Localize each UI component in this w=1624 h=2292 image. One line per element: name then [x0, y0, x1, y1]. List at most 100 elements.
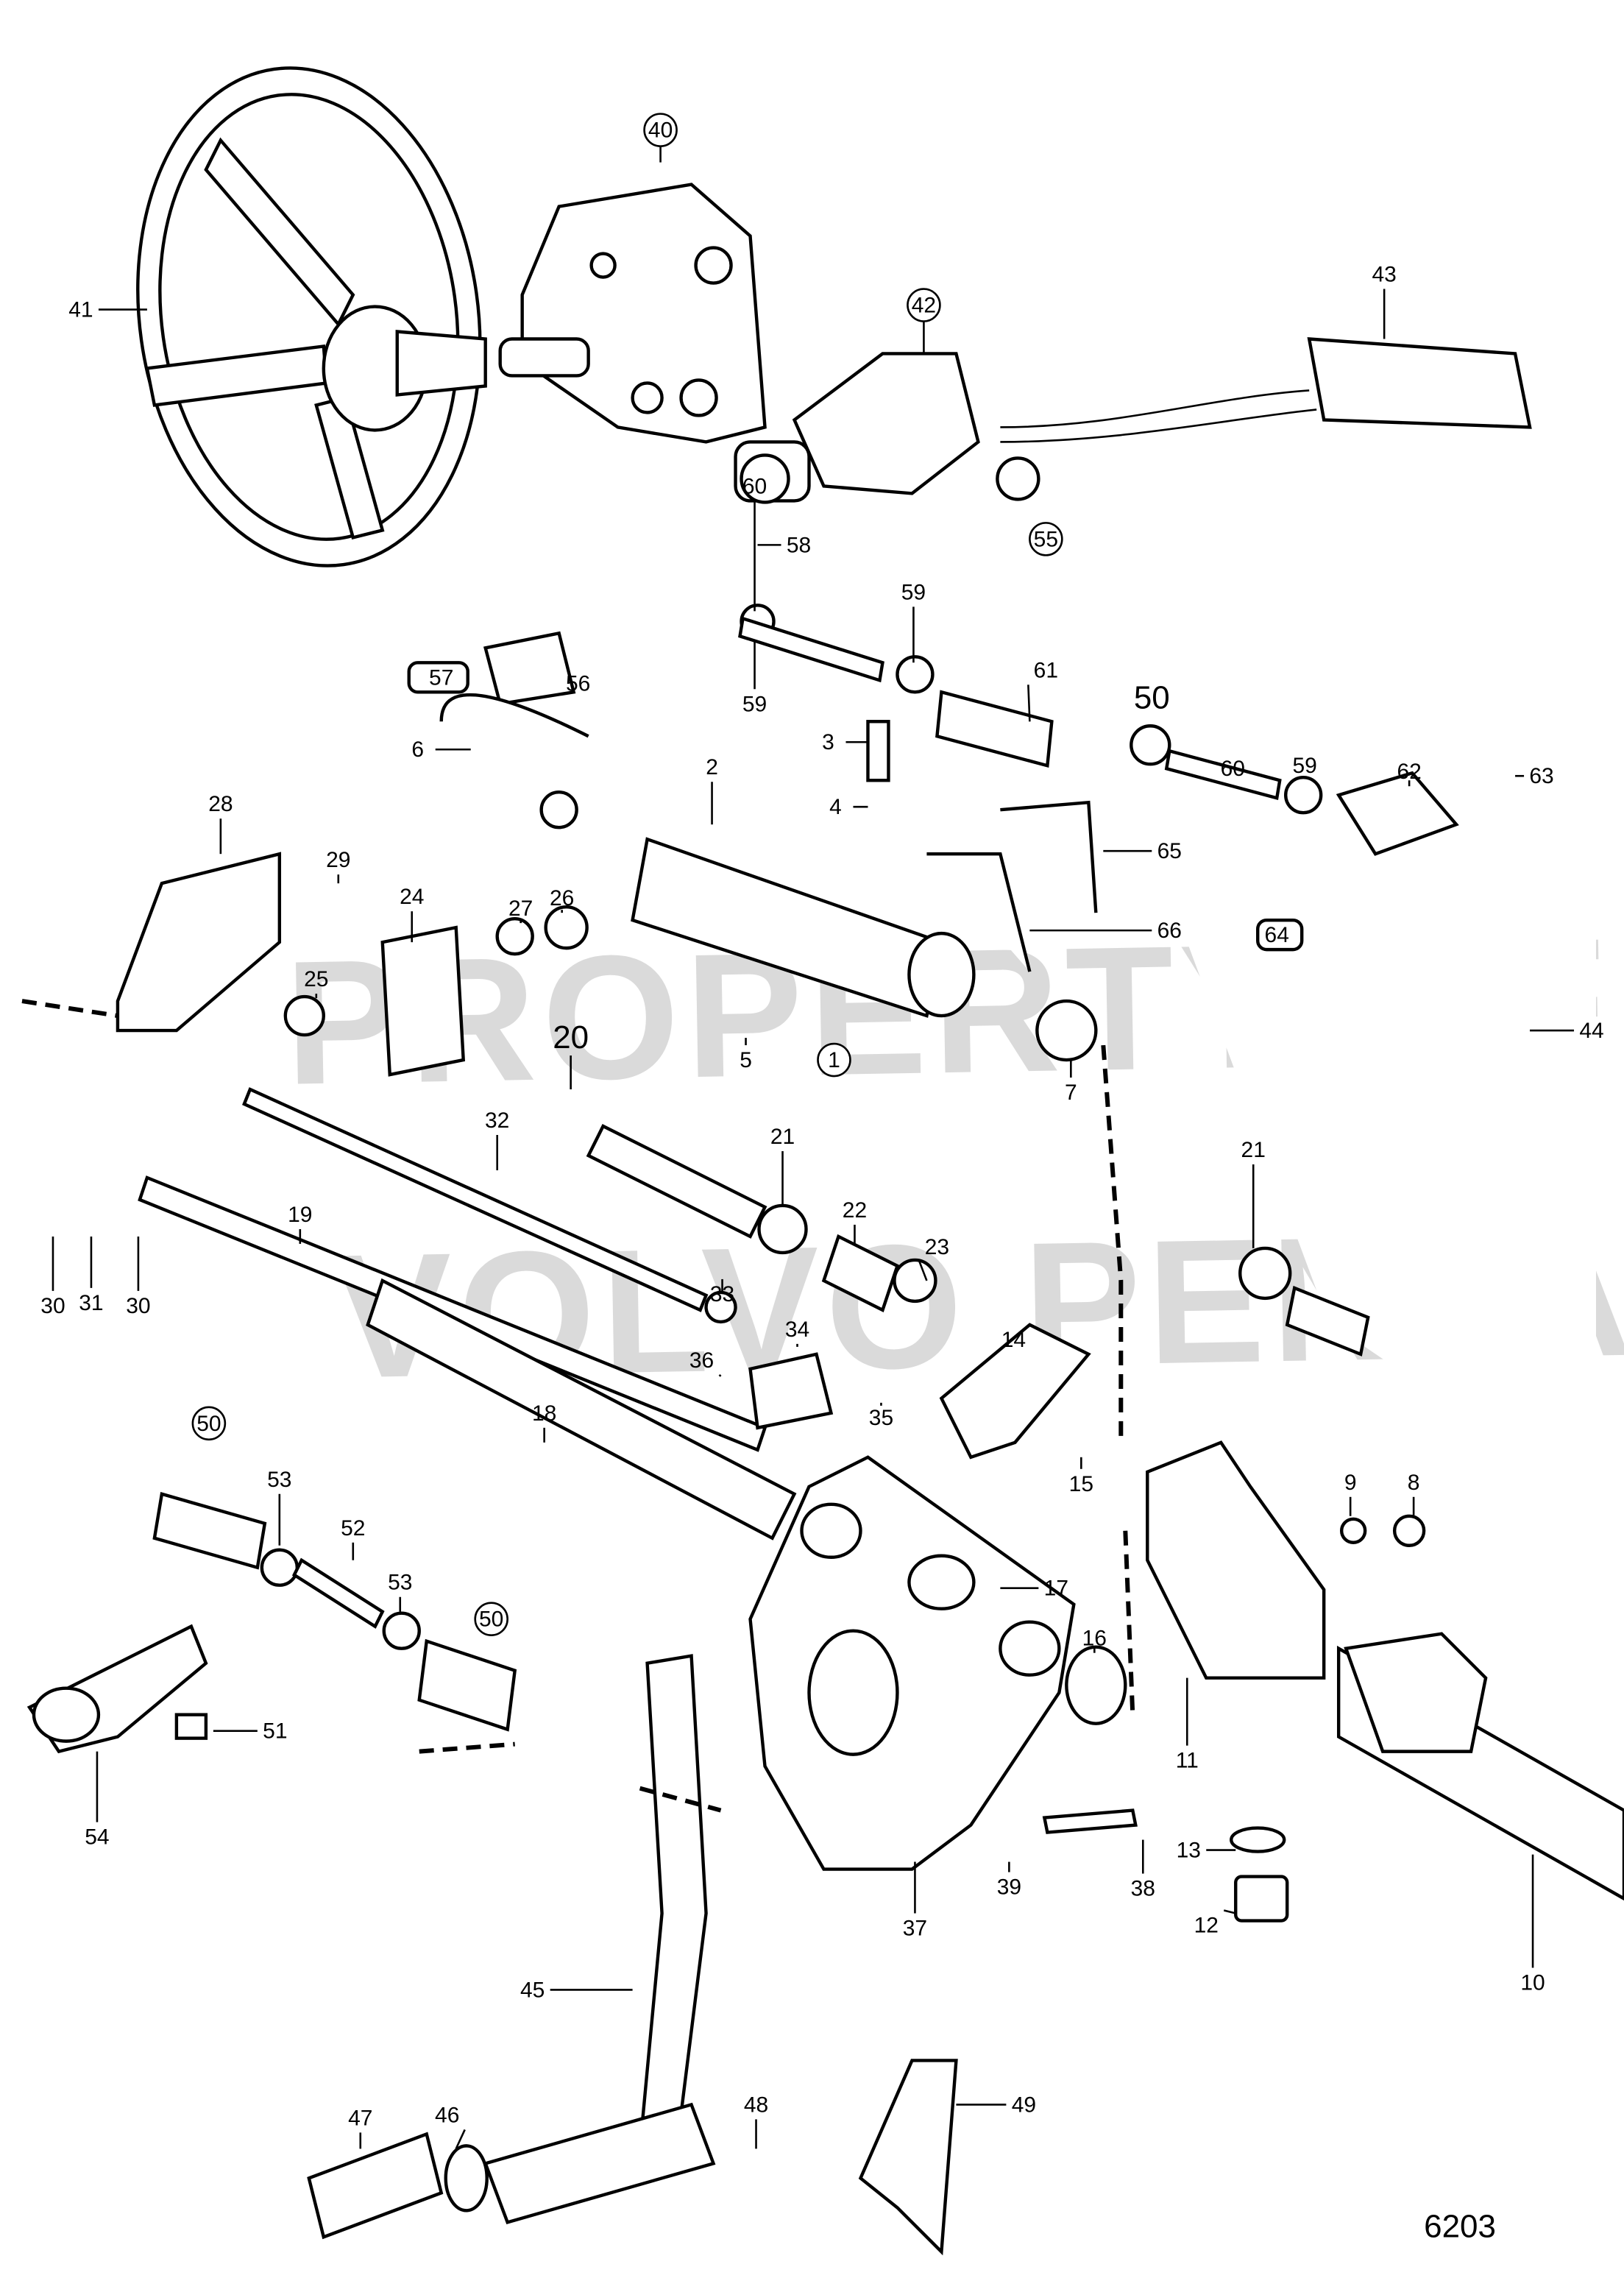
callout-48: 48	[744, 2093, 768, 2149]
callout-number: 26	[550, 886, 574, 910]
callout-number: 35	[869, 1406, 893, 1430]
callout-19: 19	[288, 1203, 312, 1244]
callout-59: 59	[901, 580, 926, 663]
callout-38: 38	[1131, 1839, 1155, 1901]
callout-number: 39	[997, 1875, 1021, 1900]
callout-42: 42	[907, 288, 941, 354]
callout-number: 32	[485, 1108, 509, 1133]
callout-number: 65	[1157, 839, 1182, 863]
callout-49: 49	[956, 2093, 1036, 2117]
callout-number: 56	[566, 671, 590, 696]
callout-number: 7	[1065, 1080, 1077, 1105]
callout-47: 47	[348, 2106, 372, 2149]
callout-60: 60	[742, 474, 767, 612]
callout-number: 50	[196, 1412, 221, 1436]
callout-59: 59	[1293, 754, 1317, 778]
callout-37: 37	[903, 1861, 927, 1941]
figure-number: 6203	[1424, 2208, 1496, 2244]
callout-27: 27	[508, 896, 533, 924]
callout-circle	[643, 113, 678, 147]
callout-number: 11	[1176, 1749, 1199, 1773]
callout-number: 42	[912, 294, 936, 318]
callout-25: 25	[304, 967, 328, 999]
callout-number: 37	[903, 1917, 927, 1941]
callout-15: 15	[1069, 1457, 1093, 1496]
callout-7: 7	[1065, 1060, 1077, 1105]
bracket	[116, 852, 1098, 1077]
callout-number: 27	[508, 896, 533, 921]
callout-number: 25	[304, 967, 328, 991]
callout-number: 29	[326, 848, 350, 872]
callout-number: 4	[829, 795, 842, 819]
callout-65: 65	[1103, 839, 1182, 863]
callout-12: 12	[1194, 1909, 1236, 1938]
callout-number: 64	[1265, 923, 1289, 947]
callout-57: 57	[429, 665, 453, 690]
callout-50: 50	[1134, 679, 1170, 715]
lever-and-shaft	[1146, 1440, 1624, 1923]
callout-18: 18	[532, 1401, 556, 1443]
callout-56: 56	[566, 671, 590, 696]
callout-1: 1	[817, 1042, 851, 1078]
callout-number: 1	[828, 1048, 840, 1072]
leader-line	[1027, 685, 1031, 722]
callout-number: 8	[1408, 1471, 1420, 1495]
callout-54: 54	[85, 1751, 110, 1850]
callout-39: 39	[997, 1861, 1021, 1900]
guide-line	[419, 1741, 515, 1754]
callout-13: 13	[1177, 1839, 1236, 1863]
guide-line	[1101, 1044, 1124, 1443]
callout-28: 28	[208, 792, 233, 855]
callout-9: 9	[1344, 1471, 1357, 1516]
callout-21: 21	[770, 1125, 795, 1204]
callout-number: 24	[400, 885, 424, 909]
callout-number: 53	[388, 1571, 412, 1595]
callout-58: 58	[757, 533, 811, 557]
callout-63: 63	[1515, 764, 1554, 788]
callout-62: 62	[1397, 760, 1422, 787]
callout-number: 43	[1372, 263, 1396, 287]
callout-64: 64	[1265, 923, 1289, 947]
leader-line	[455, 2129, 466, 2149]
callout-24: 24	[400, 885, 424, 943]
callout-36: 36	[689, 1348, 722, 1377]
callout-number: 36	[689, 1348, 714, 1373]
callout-30: 30	[126, 1236, 151, 1318]
linkage-rod-upper	[407, 604, 1459, 952]
callout-23: 23	[918, 1235, 949, 1281]
callout-number: 63	[1529, 764, 1553, 788]
callout-number: 34	[785, 1317, 809, 1342]
callout-number: 61	[1034, 658, 1058, 682]
callout-number: 16	[1082, 1627, 1107, 1651]
callout-53: 53	[388, 1571, 412, 1612]
callout-41: 41	[68, 298, 147, 322]
callout-16: 16	[1082, 1627, 1107, 1653]
mounting-bracket	[748, 1455, 1138, 1871]
callout-6: 6	[411, 738, 471, 762]
callout-number: 54	[85, 1825, 109, 1850]
callout-50: 50	[474, 1602, 508, 1636]
callout-61: 61	[1027, 658, 1058, 722]
tie-rod-linkage	[26, 1491, 517, 1754]
callout-10: 10	[1520, 1854, 1545, 1995]
callout-number: 46	[435, 2103, 459, 2127]
callout-number: 66	[1157, 919, 1182, 943]
leader-line	[918, 1261, 928, 1281]
callout-3: 3	[822, 730, 868, 754]
callout-53: 53	[267, 1468, 291, 1546]
callout-number: 5	[740, 1048, 752, 1072]
callout-33: 33	[710, 1278, 734, 1306]
callout-8: 8	[1408, 1471, 1420, 1516]
callout-number: 20	[553, 1019, 589, 1055]
callout-number: 59	[742, 692, 767, 716]
callout-11: 11	[1176, 1677, 1199, 1773]
callout-number: 38	[1131, 1877, 1155, 1901]
callout-number: 55	[1034, 527, 1058, 551]
callout-50: 50	[191, 1406, 227, 1441]
callout-26: 26	[550, 886, 574, 913]
callout-number: 50	[1134, 679, 1170, 715]
callout-55: 55	[1029, 522, 1063, 556]
callout-number: 17	[1044, 1577, 1068, 1601]
